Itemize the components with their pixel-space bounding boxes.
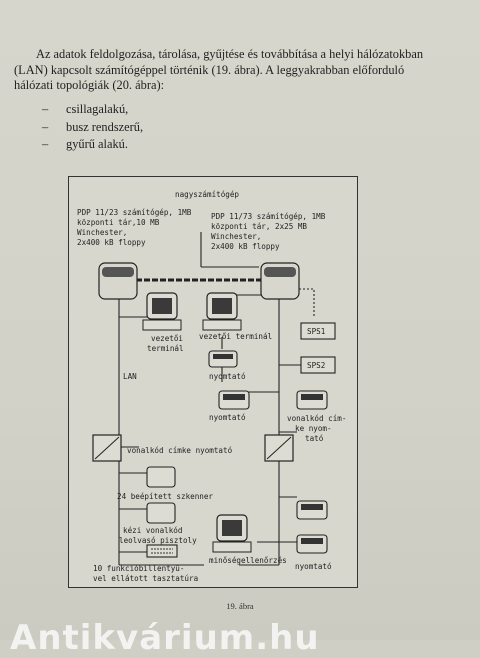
left-spec-line: PDP 11/23 számítógép, 1MB — [77, 208, 192, 217]
barcode-printer-label: tató — [305, 434, 324, 443]
keyboard-label: vel ellátott tasztatúra — [93, 574, 198, 583]
printer-label: nyomtató — [209, 413, 246, 422]
printer-icon — [208, 350, 238, 368]
label-printer-label: vonalkód címke nyomtató — [127, 446, 233, 455]
right-spec-line: Winchester, — [211, 232, 261, 241]
lan-label: LAN — [123, 372, 137, 381]
sps2-label: SPS2 — [307, 361, 325, 370]
figure-caption: 19. ábra — [226, 601, 254, 611]
sps1-label: SPS1 — [307, 327, 326, 336]
mainframe-title: nagyszámítógép — [175, 190, 239, 199]
printer-icon — [296, 390, 328, 410]
label-printer-box — [264, 434, 294, 462]
label-printer-box — [92, 434, 122, 462]
intro-line-1: Az adatok feldolgozása, tárolása, gyűjté… — [36, 47, 424, 61]
list-item: –busz rendszerű, — [42, 119, 144, 134]
watermark: Antikvárium.hu — [10, 618, 320, 658]
pistol-label: leolvasó pisztoly — [119, 536, 197, 545]
left-spec-line: központi tár,10 MB — [77, 218, 160, 227]
printer-label: nyomtató — [295, 562, 332, 571]
intro-line-2: (LAN) kapcsolt számítógéppel történik (1… — [14, 62, 405, 77]
scanner-box — [146, 466, 176, 488]
barcode-printer-label: ke nyom- — [295, 424, 332, 433]
printer-icon — [296, 534, 328, 554]
left-computer — [98, 262, 138, 300]
pistol-box — [146, 502, 176, 524]
executive-terminal-label: vezetői — [151, 334, 183, 343]
barcode-printer-label: vonalkód cím- — [287, 414, 346, 423]
intro-line-3: hálózati topológiák (20. ábra): — [14, 78, 165, 92]
pistol-label: kézi vonalkód — [123, 526, 182, 535]
left-spec-line: Winchester, — [77, 228, 127, 237]
sps1-box — [300, 322, 336, 340]
executive-terminal-label: terminál — [147, 344, 184, 353]
keyboard-icon — [146, 544, 178, 558]
list-item: –csillagalakú, — [42, 102, 129, 116]
network-diagram: nagyszámítógép PDP 11/23 számítógép, 1MB… — [68, 176, 358, 588]
printer-label: nyomtató — [209, 372, 246, 381]
executive-terminal-label: vezetői terminál — [199, 332, 272, 341]
sps2-box — [300, 356, 336, 374]
printer-icon — [218, 390, 250, 410]
topology-list: –csillagalakú, –busz rendszerű, –gyűrű a… — [42, 101, 143, 154]
right-spec-line: 2x400 kB floppy — [211, 242, 280, 251]
right-spec-line: központi tár, 2x25 MB — [211, 222, 307, 231]
intro-paragraph: Az adatok feldolgozása, tárolása, gyűjté… — [14, 47, 464, 94]
terminal-icon — [142, 292, 182, 331]
right-spec-line: PDP 11/73 számítógép, 1MB — [211, 212, 326, 221]
left-spec-line: 2x400 kB floppy — [77, 238, 146, 247]
quality-control-label: minőségellenőrzés — [209, 556, 287, 565]
network-diagram-svg: nagyszámítógép PDP 11/23 számítógép, 1MB… — [77, 190, 346, 583]
keyboard-label: 10 funkcióbillentyű- — [93, 564, 184, 573]
list-item: –gyűrű alakú. — [42, 137, 128, 151]
printer-icon — [296, 500, 328, 520]
terminal-icon — [212, 514, 252, 553]
scanner-label: 24 beépített szkenner — [117, 492, 213, 501]
terminal-icon — [202, 292, 242, 331]
right-computer — [260, 262, 300, 300]
